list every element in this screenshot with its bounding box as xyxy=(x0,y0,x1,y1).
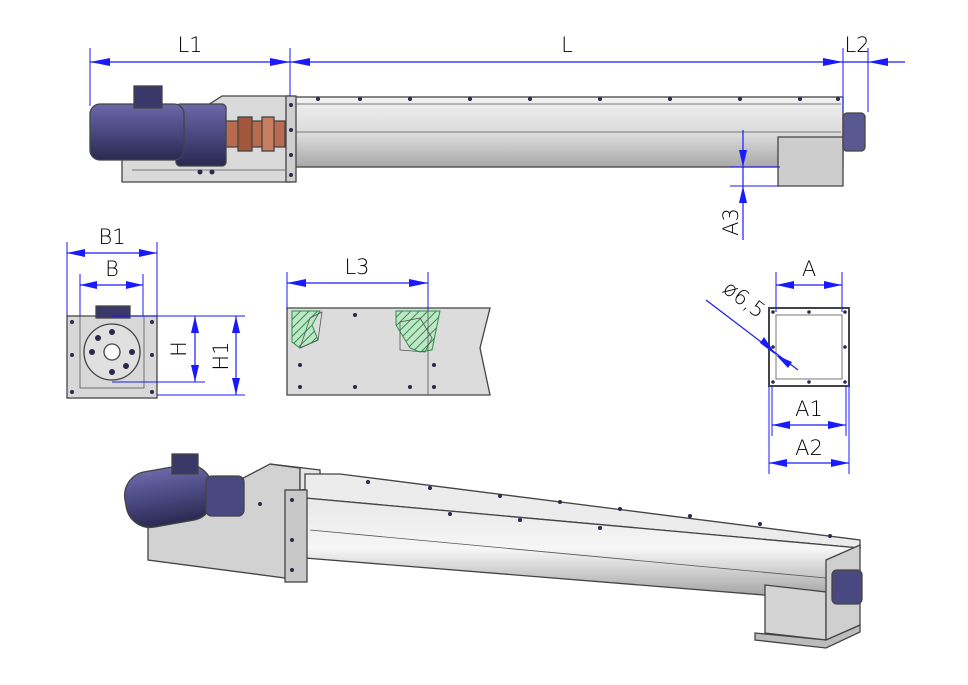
terminal-box xyxy=(133,85,163,109)
label-L: L xyxy=(561,33,573,57)
end-view xyxy=(66,305,158,399)
dimension-B: B xyxy=(79,257,144,316)
label-A2: A2 xyxy=(795,436,823,460)
iso-bolts xyxy=(258,480,832,572)
label-B: B xyxy=(105,257,119,281)
label-A: A xyxy=(802,257,816,281)
inlet-opening-right xyxy=(399,317,433,353)
label-L3: L3 xyxy=(344,255,369,279)
label-L1: L1 xyxy=(177,33,202,57)
top-bolts xyxy=(289,97,840,177)
dimension-A2: A2 xyxy=(768,386,850,474)
iso-terminal-box xyxy=(171,453,199,475)
iso-front-plate xyxy=(284,489,308,583)
flange-frame xyxy=(768,307,850,387)
dimension-L3: L3 xyxy=(286,255,429,310)
end-terminal-box xyxy=(95,305,131,319)
isometric-view xyxy=(123,453,863,649)
label-A1: A1 xyxy=(795,397,823,421)
dimension-A: A xyxy=(775,257,843,312)
cover-detail xyxy=(286,307,491,396)
dimension-B1: B1 xyxy=(66,225,158,316)
end-bearing xyxy=(842,112,866,152)
label-A3: A3 xyxy=(719,208,743,236)
cover-plate xyxy=(286,307,491,396)
side-view xyxy=(89,85,866,187)
iso-gearbox xyxy=(205,475,245,517)
dimension-L2: L2 xyxy=(843,33,905,112)
dimension-A1: A1 xyxy=(771,386,847,436)
label-B1: B1 xyxy=(98,225,125,249)
dimension-L1: L1 xyxy=(89,33,291,106)
dimension-H1: H1 xyxy=(157,315,245,396)
inlet-opening-left xyxy=(299,311,323,349)
label-H1: H1 xyxy=(209,341,233,370)
iso-outlet xyxy=(764,584,827,641)
coupling xyxy=(224,120,286,148)
outlet-spout xyxy=(777,136,844,187)
label-H: H xyxy=(167,341,191,357)
label-L2: L2 xyxy=(844,33,869,57)
dimension-L: L xyxy=(290,33,844,112)
iso-bearing xyxy=(831,569,863,605)
flange-detail xyxy=(768,307,850,387)
motor xyxy=(89,103,185,161)
dimension-A3: A3 xyxy=(719,130,780,240)
